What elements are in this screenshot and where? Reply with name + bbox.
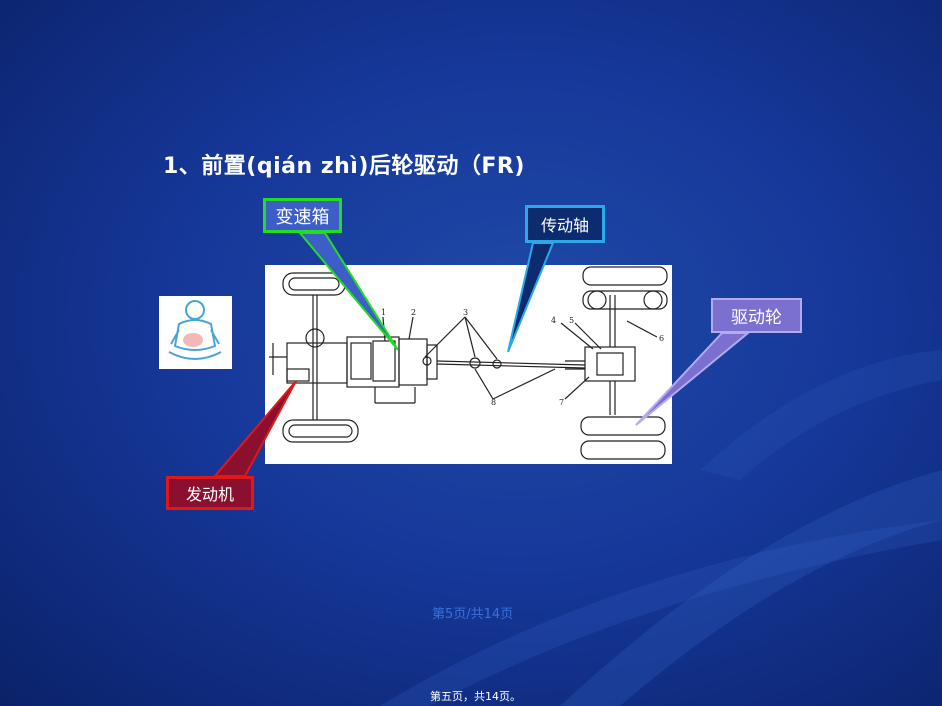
page-indicator: 第5页/共14页 [432,607,514,622]
diagram-number: 6 [659,334,664,343]
drivetrain-diagram: 1 2 3 4 5 6 7 8 [265,265,672,464]
diagram-number: 2 [411,308,416,317]
diagram-number: 8 [491,398,496,407]
diagram-number: 7 [559,398,564,407]
gearbox-label: 变速箱 [263,198,342,233]
meditation-figure-icon [159,296,232,369]
drive-wheel-label: 驱动轮 [711,298,802,333]
engine-label: 发动机 [166,476,254,510]
slide-title: 1、前置(qián zhì)后轮驱动（FR) [163,154,525,179]
diagram-number: 5 [569,316,574,325]
diagram-number: 4 [551,316,556,325]
diagram-number: 3 [463,308,468,317]
footer-text: 第五页，共14页。 [430,690,521,703]
diagram-number: 1 [381,308,386,317]
drivetrain-schematic: 1 2 3 4 5 6 7 8 [269,266,668,460]
drive-shaft-label: 传动轴 [525,205,605,243]
